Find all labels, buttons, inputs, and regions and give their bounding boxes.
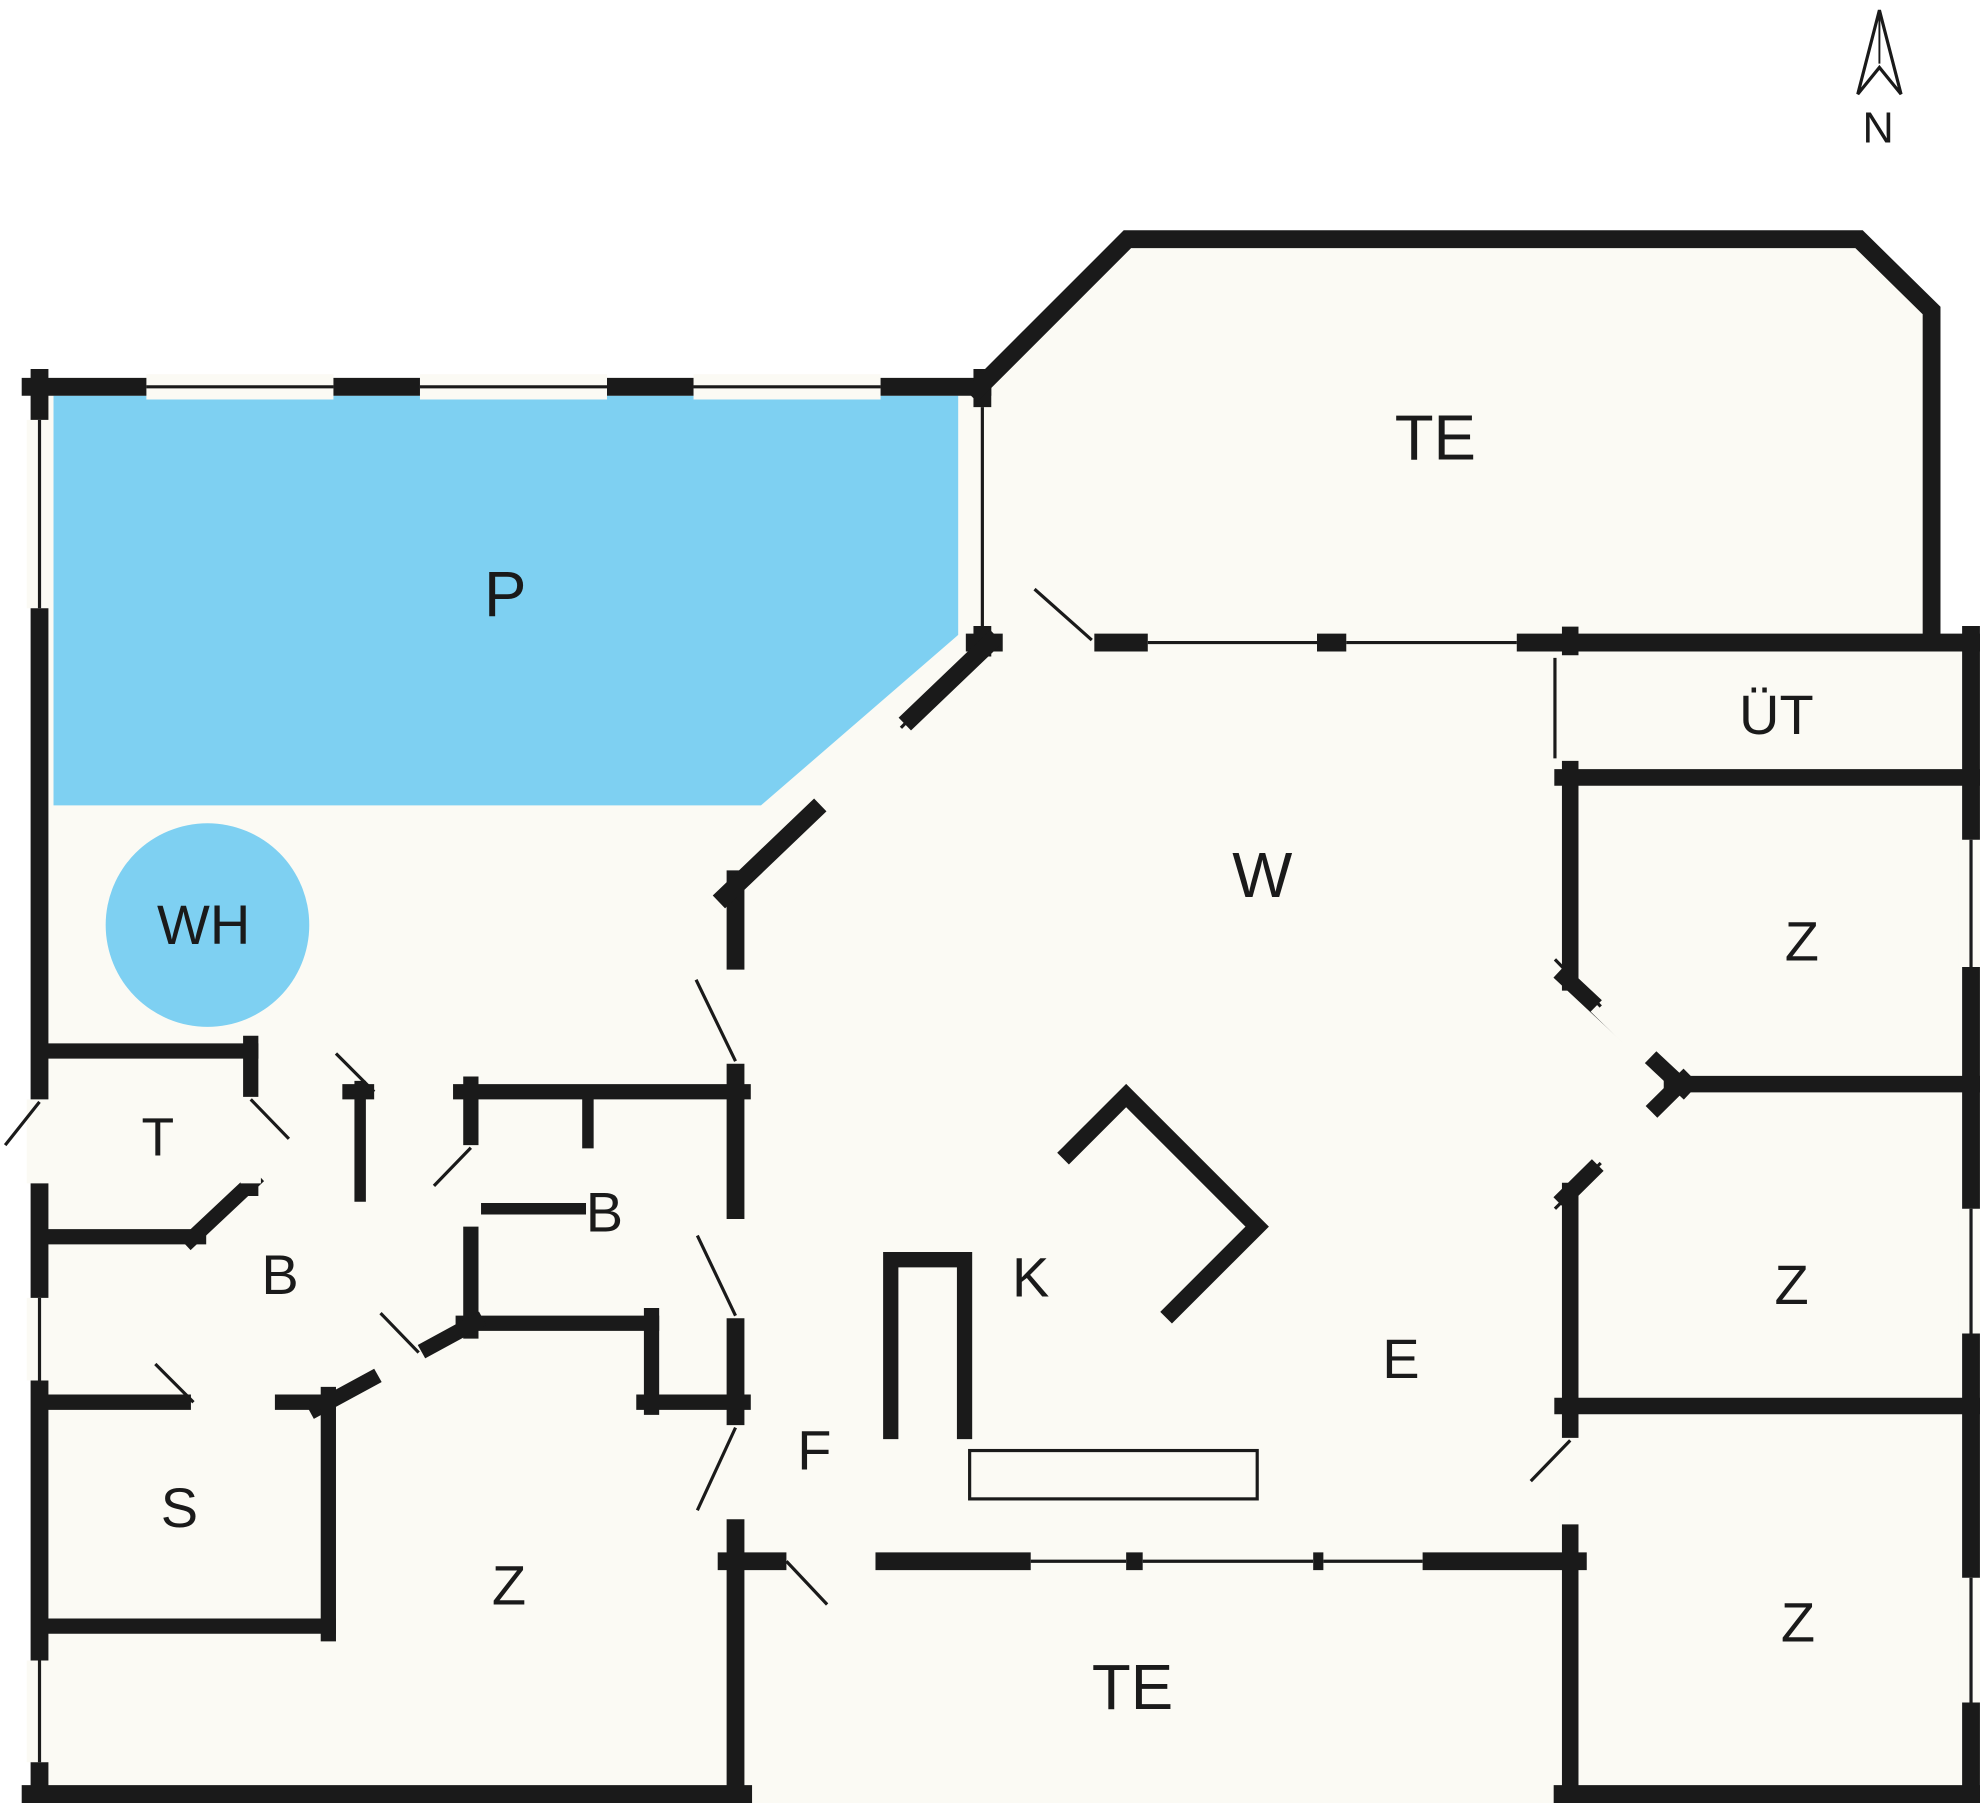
closet-walls (883, 1252, 973, 1440)
room-label-dining: E (1382, 1327, 1419, 1390)
door-swing (694, 979, 737, 1062)
door-swing (1553, 958, 1602, 1008)
room-label-terrace-north: TE (1395, 402, 1476, 473)
door-swings (3, 587, 1602, 1606)
window-markers (37, 385, 1973, 1763)
room-label-hallway: F (797, 1419, 831, 1482)
room-labels: P WH TE ÜT W Z Z Z T B B S Z K E F TE (142, 402, 1819, 1723)
room-label-living-room: W (1232, 840, 1292, 911)
wall-opening (1590, 1104, 1660, 1174)
door-swing (1553, 1161, 1602, 1210)
door-swing (334, 1052, 376, 1093)
room-label-bathroom-1: B (261, 1243, 298, 1306)
north-label: N (1863, 105, 1894, 153)
room-label-kitchen: K (1012, 1246, 1049, 1309)
whirlpool-region (105, 823, 310, 1027)
wall-opening (811, 714, 914, 815)
wall-opening (1590, 996, 1660, 1064)
footprint-terrace-north (982, 236, 1932, 643)
wall-opening (373, 1342, 427, 1385)
door-swing (899, 671, 956, 729)
room-label-pool: P (484, 559, 526, 630)
room-label-bedroom-sw: Z (492, 1554, 526, 1617)
door-swing (1529, 1439, 1572, 1483)
footprint-right-wing (1562, 642, 1980, 1803)
room-label-terrace-south: TE (1092, 1652, 1173, 1723)
room-label-toilet: T (142, 1108, 175, 1167)
kitchen-counter (968, 1448, 1259, 1501)
water-features (53, 395, 959, 1027)
room-label-bedroom-e: Z (1775, 1253, 1809, 1316)
room-label-bedroom-se: Z (1781, 1590, 1815, 1653)
door-swing (1033, 587, 1093, 642)
room-label-sauna: S (161, 1476, 198, 1539)
kitchen-island (1057, 1083, 1269, 1324)
room-label-bathroom-2: B (586, 1181, 623, 1244)
wall (964, 230, 1941, 652)
door-swing (432, 1146, 473, 1187)
door-swing (785, 1560, 829, 1606)
room-label-whirlpool: WH (157, 893, 250, 956)
door-swing (154, 1362, 195, 1404)
door-swing (695, 1234, 737, 1317)
door-swing (379, 1312, 420, 1354)
pool-region (53, 395, 959, 806)
compass: N (1856, 9, 1903, 153)
footprint-center-block (735, 642, 1580, 1803)
door-swing (3, 1100, 41, 1147)
door-swing (695, 1426, 737, 1512)
room-label-bedroom-ne: Z (1785, 910, 1819, 973)
door-swing (249, 1098, 291, 1140)
room-label-covered-terrace: ÜT (1739, 683, 1814, 746)
